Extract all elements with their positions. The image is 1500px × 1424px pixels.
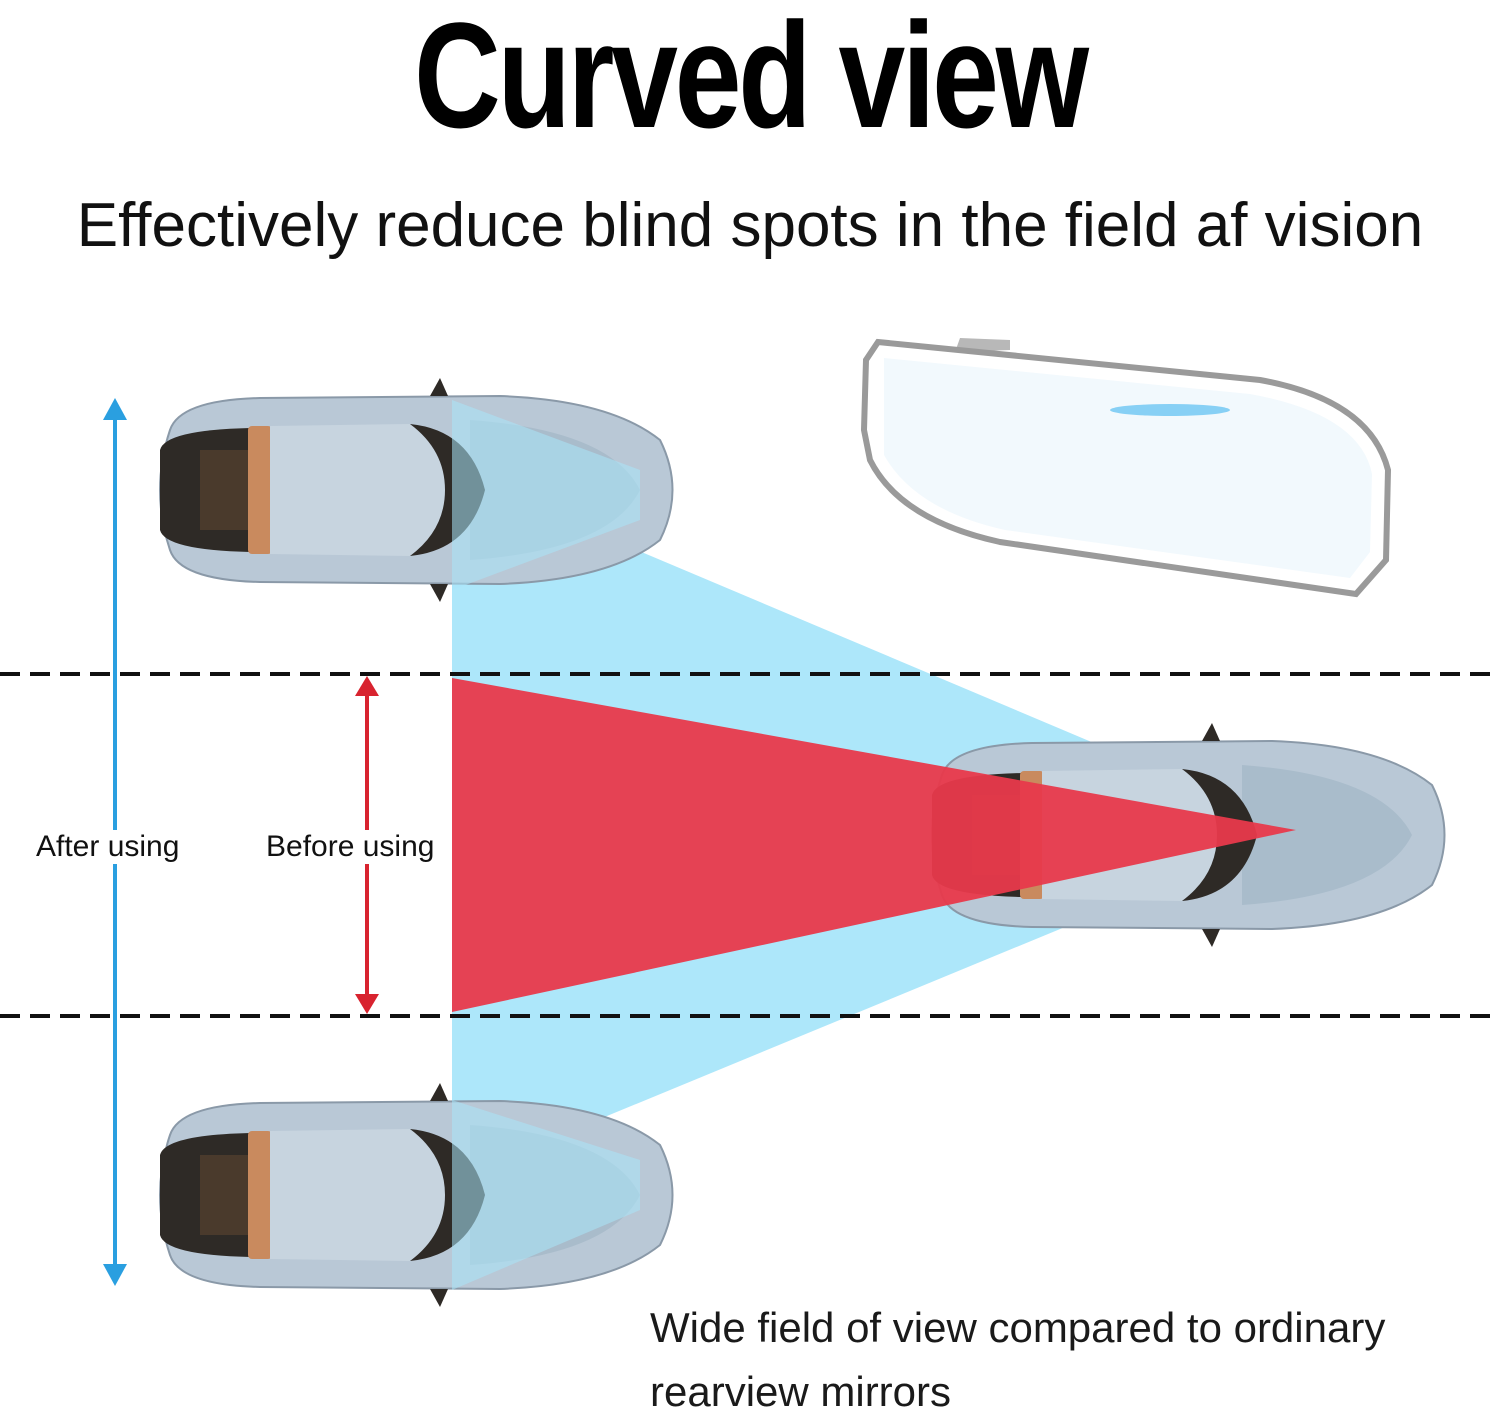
narrow-view-area xyxy=(452,678,1296,1012)
page-subtitle: Effectively reduce blind spots in the fi… xyxy=(76,191,1424,260)
page-title: Curved view xyxy=(414,0,1089,159)
rearview-mirror-icon xyxy=(860,338,1392,598)
after-using-label: After using xyxy=(32,830,184,864)
before-using-label: Before using xyxy=(262,830,439,864)
caption-text: Wide field of view compared to ordinary … xyxy=(650,1304,1386,1415)
